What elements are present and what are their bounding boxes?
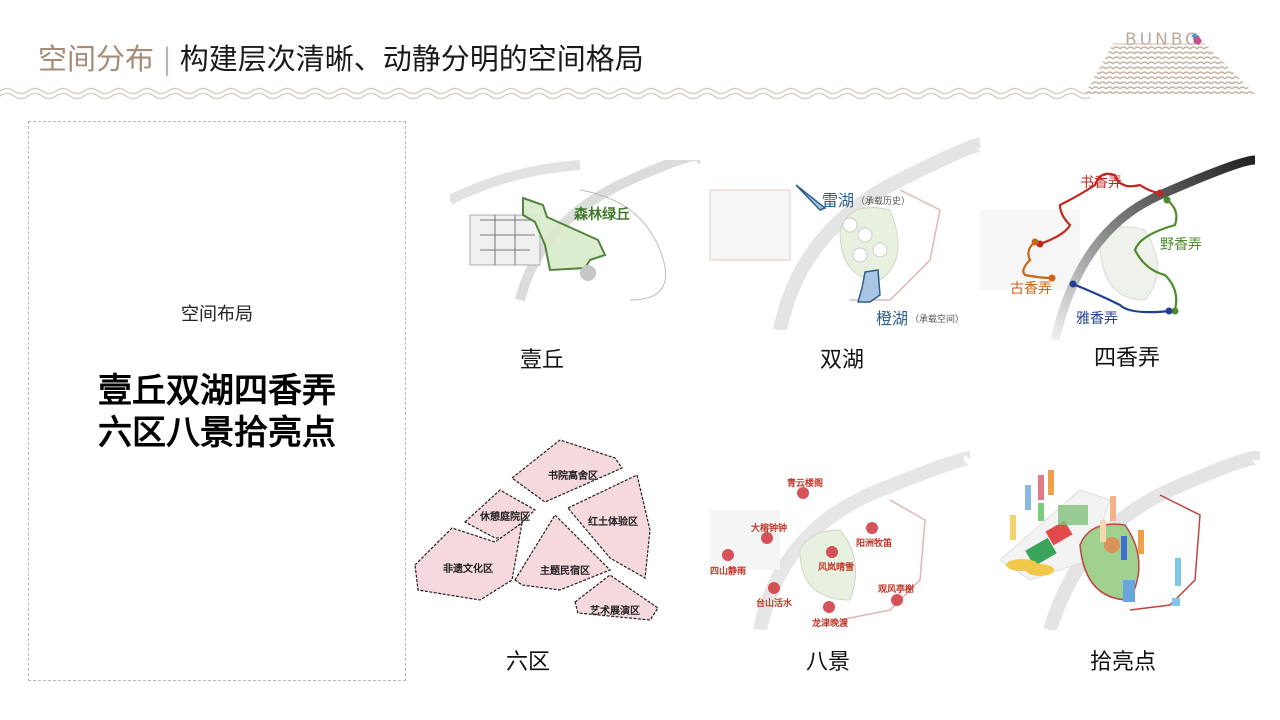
title-main: 构建层次清晰、动静分明的空间格局 bbox=[179, 42, 644, 76]
bunbo-logo: BUNBO bbox=[1085, 30, 1265, 105]
map-label-liuqu: 六区 bbox=[506, 650, 551, 675]
zone-redsoil: 红土体验区 bbox=[588, 517, 638, 528]
roof-tiles-icon bbox=[1085, 33, 1255, 94]
site-plan-illustration bbox=[450, 160, 700, 302]
route-shuxiang: 书香弄 bbox=[1080, 175, 1122, 191]
scene-label: 龙津晚渡 bbox=[812, 619, 849, 629]
route-yexiang: 野香弄 bbox=[1160, 237, 1202, 253]
lake-note: （承载空间） bbox=[910, 315, 965, 325]
highlight-map-illustration bbox=[999, 451, 1260, 630]
map-label-sixianglong: 四香弄 bbox=[1094, 346, 1161, 371]
map-bajing: 青云楼阁 大榕钟钟 阳洲牧笛 四山静雨 风岚晴雪 台山活水 观风亭榭 龙津晚渡 … bbox=[690, 430, 970, 675]
title-prefix: 空间分布 bbox=[38, 42, 155, 76]
header: 空间分布|构建层次清晰、动静分明的空间格局 BUNBO bbox=[0, 0, 1280, 110]
annotation-forest-hill: 森林绿丘 bbox=[574, 207, 630, 223]
lake-name: 雷湖 bbox=[822, 191, 855, 210]
panel-headline: 壹丘双湖四香弄 六区八景拾亮点 bbox=[29, 370, 405, 454]
route-yaxiang: 雅香弄 bbox=[1076, 311, 1118, 327]
map-label-bajing: 八景 bbox=[806, 650, 851, 675]
lake-name: 橙湖 bbox=[876, 309, 909, 328]
page-title: 空间分布|构建层次清晰、动静分明的空间格局 bbox=[38, 36, 644, 78]
scene-label: 观风亭榭 bbox=[878, 585, 915, 595]
map-yiqiu: 森林绿丘 壹丘 bbox=[450, 160, 700, 373]
scene-label: 台山活水 bbox=[756, 599, 793, 609]
map-liuqu: 书院高舍区 休憩庭院区 红土体验区 非遗文化区 主题民宿区 艺术展演区 六区 bbox=[410, 430, 670, 675]
zone-academy: 书院高舍区 bbox=[548, 471, 598, 482]
scene-label: 风岚晴雪 bbox=[818, 563, 855, 573]
annotation-cheng-lake: 橙湖（承载空间） bbox=[876, 305, 964, 329]
scene-map-illustration bbox=[710, 451, 970, 630]
headline-line-1: 壹丘双湖四香弄 bbox=[98, 371, 336, 411]
wave-divider bbox=[0, 87, 1090, 100]
map-shuanghu: 雷湖（承载历史） 橙湖（承载空间） 双湖 bbox=[700, 130, 980, 373]
zone-heritage: 非遗文化区 bbox=[443, 564, 493, 575]
scene-label: 阳洲牧笛 bbox=[856, 539, 893, 549]
map-sixianglong: 书香弄 野香弄 古香弄 雅香弄 四香弄 bbox=[970, 150, 1260, 371]
map-shiliangdian: 拾亮点 bbox=[960, 430, 1260, 675]
map-label-yiqiu: 壹丘 bbox=[520, 348, 565, 373]
annotation-lei-lake: 雷湖（承载历史） bbox=[822, 187, 910, 211]
headline-line-2: 六区八景拾亮点 bbox=[98, 413, 336, 453]
title-separator: | bbox=[162, 42, 172, 76]
scene-label: 青云楼阁 bbox=[787, 479, 824, 489]
map-label-shuanghu: 双湖 bbox=[820, 348, 865, 373]
zone-homestay: 主题民宿区 bbox=[540, 566, 590, 577]
map-label-shiliangdian: 拾亮点 bbox=[1090, 650, 1157, 675]
site-plan-illustration bbox=[709, 137, 980, 330]
scene-label: 四山静雨 bbox=[710, 567, 747, 577]
zone-leisure: 休憩庭院区 bbox=[480, 512, 530, 523]
panel-subtitle: 空间布局 bbox=[181, 304, 253, 325]
route-guxiang: 古香弄 bbox=[1010, 281, 1052, 297]
zone-map-illustration bbox=[414, 439, 659, 621]
scene-label: 大榕钟钟 bbox=[751, 524, 788, 534]
zone-art: 艺术展演区 bbox=[590, 606, 640, 617]
summary-panel: 空间布局 壹丘双湖四香弄 六区八景拾亮点 bbox=[28, 121, 406, 681]
lake-note: （承载历史） bbox=[856, 197, 911, 207]
site-plan-illustration bbox=[980, 155, 1256, 340]
